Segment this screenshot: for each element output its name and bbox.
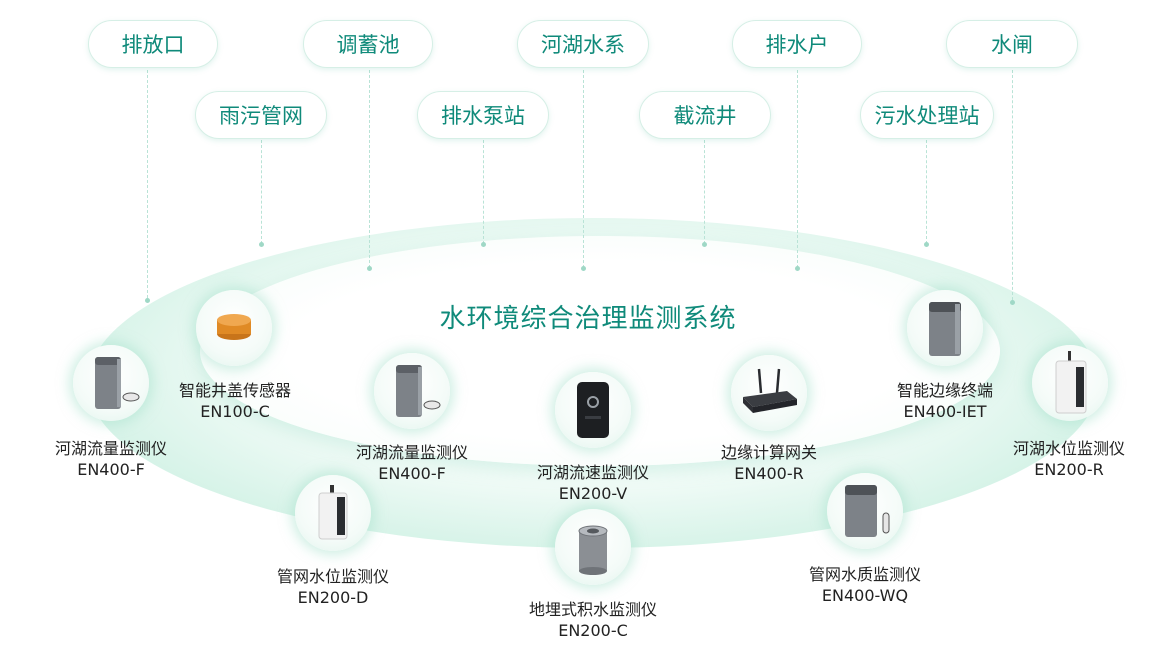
connector-line-interception-well — [704, 140, 705, 244]
manhole-cover-icon — [217, 314, 251, 340]
velocity-meter-icon — [577, 382, 609, 438]
device-name: 河湖流量监测仪 — [54, 439, 167, 458]
connector-dot-outfall — [145, 298, 150, 303]
device-name: 地埋式积水监测仪 — [528, 600, 657, 619]
device-name: 智能井盖传感器 — [178, 381, 291, 400]
connector-line-river-lake — [583, 70, 584, 268]
device-river-flow-left — [73, 345, 149, 421]
device-edge-terminal — [907, 290, 983, 366]
connector-dot-sewage-plant — [924, 242, 929, 247]
level-meter-icon — [1055, 351, 1087, 414]
connector-dot-pump-station — [481, 242, 486, 247]
device-river-velocity — [555, 372, 631, 448]
device-edge-gateway — [731, 355, 807, 431]
connector-dot-storage-tank — [367, 266, 372, 271]
connector-dot-drainage-household — [795, 266, 800, 271]
connector-dot-interception-well — [702, 242, 707, 247]
device-label-river-flow-left: 河湖流量监测仪 EN400-F — [36, 438, 186, 480]
category-sluice: 水闸 — [946, 20, 1078, 68]
device-name: 河湖流量监测仪 — [355, 443, 468, 462]
device-label-buried-water: 地埋式积水监测仪 EN200-C — [508, 599, 678, 641]
connector-line-rain-sewage-network — [261, 140, 262, 244]
category-storage-tank: 调蓄池 — [303, 20, 433, 68]
device-label-edge-gateway: 边缘计算网关 EN400-R — [694, 442, 844, 484]
connector-line-sewage-plant — [926, 140, 927, 244]
pipe-level-icon — [318, 485, 348, 540]
buried-sensor-icon — [578, 525, 608, 575]
category-pump-station: 排水泵站 — [417, 91, 549, 139]
category-drainage-household: 排水户 — [732, 20, 862, 68]
category-outfall: 排放口 — [88, 20, 218, 68]
device-model: EN400-F — [77, 460, 145, 479]
device-name: 边缘计算网关 — [720, 443, 817, 462]
device-label-pipe-level: 管网水位监测仪 EN200-D — [258, 566, 408, 608]
device-pipe-level — [295, 475, 371, 551]
flow-meter-icon — [396, 365, 441, 417]
device-model: EN400-WQ — [821, 586, 909, 605]
device-name: 智能边缘终端 — [896, 381, 993, 400]
device-model: EN400-R — [734, 464, 804, 483]
device-name: 管网水位监测仪 — [276, 567, 389, 586]
flow-meter-icon — [95, 357, 140, 409]
category-river-lake: 河湖水系 — [517, 20, 649, 68]
connector-line-outfall — [147, 70, 148, 298]
device-label-river-flow-mid: 河湖流量监测仪 EN400-F — [337, 442, 487, 484]
router-icon — [743, 368, 797, 413]
device-manhole-sensor — [196, 290, 272, 366]
connector-dot-river-lake — [581, 266, 586, 271]
device-model: EN400-IET — [903, 402, 987, 421]
system-title: 水环境综合治理监测系统 — [439, 304, 737, 334]
connector-line-drainage-household — [797, 70, 798, 268]
connector-dot-sluice — [1010, 300, 1015, 305]
device-label-edge-terminal: 智能边缘终端 EN400-IET — [870, 380, 1020, 422]
device-model: EN100-C — [200, 402, 270, 421]
device-model: EN200-D — [297, 588, 369, 607]
device-model: EN400-F — [378, 464, 446, 483]
device-label-river-velocity: 河湖流速监测仪 EN200-V — [518, 462, 668, 504]
device-name: 河湖流速监测仪 — [536, 463, 649, 482]
edge-terminal-icon — [929, 302, 961, 356]
device-label-manhole-sensor: 智能井盖传感器 EN100-C — [160, 380, 310, 422]
device-model: EN200-V — [558, 484, 628, 503]
device-river-level — [1032, 345, 1108, 421]
connector-dot-rain-sewage-network — [259, 242, 264, 247]
device-name: 河湖水位监测仪 — [1012, 439, 1125, 458]
device-pipe-quality — [827, 473, 903, 549]
category-rain-sewage-network: 雨污管网 — [195, 91, 327, 139]
device-label-pipe-quality: 管网水质监测仪 EN400-WQ — [790, 564, 940, 606]
connector-line-storage-tank — [369, 70, 370, 268]
device-model: EN200-C — [558, 621, 628, 640]
device-river-flow-mid — [374, 353, 450, 429]
device-label-river-level: 河湖水位监测仪 EN200-R — [994, 438, 1144, 480]
category-interception-well: 截流井 — [639, 91, 771, 139]
category-sewage-plant: 污水处理站 — [860, 91, 994, 139]
connector-line-pump-station — [483, 140, 484, 244]
device-name: 管网水质监测仪 — [808, 565, 921, 584]
device-buried-water — [555, 509, 631, 585]
device-model: EN200-R — [1034, 460, 1104, 479]
water-quality-icon — [845, 485, 890, 537]
connector-line-sluice — [1012, 70, 1013, 300]
